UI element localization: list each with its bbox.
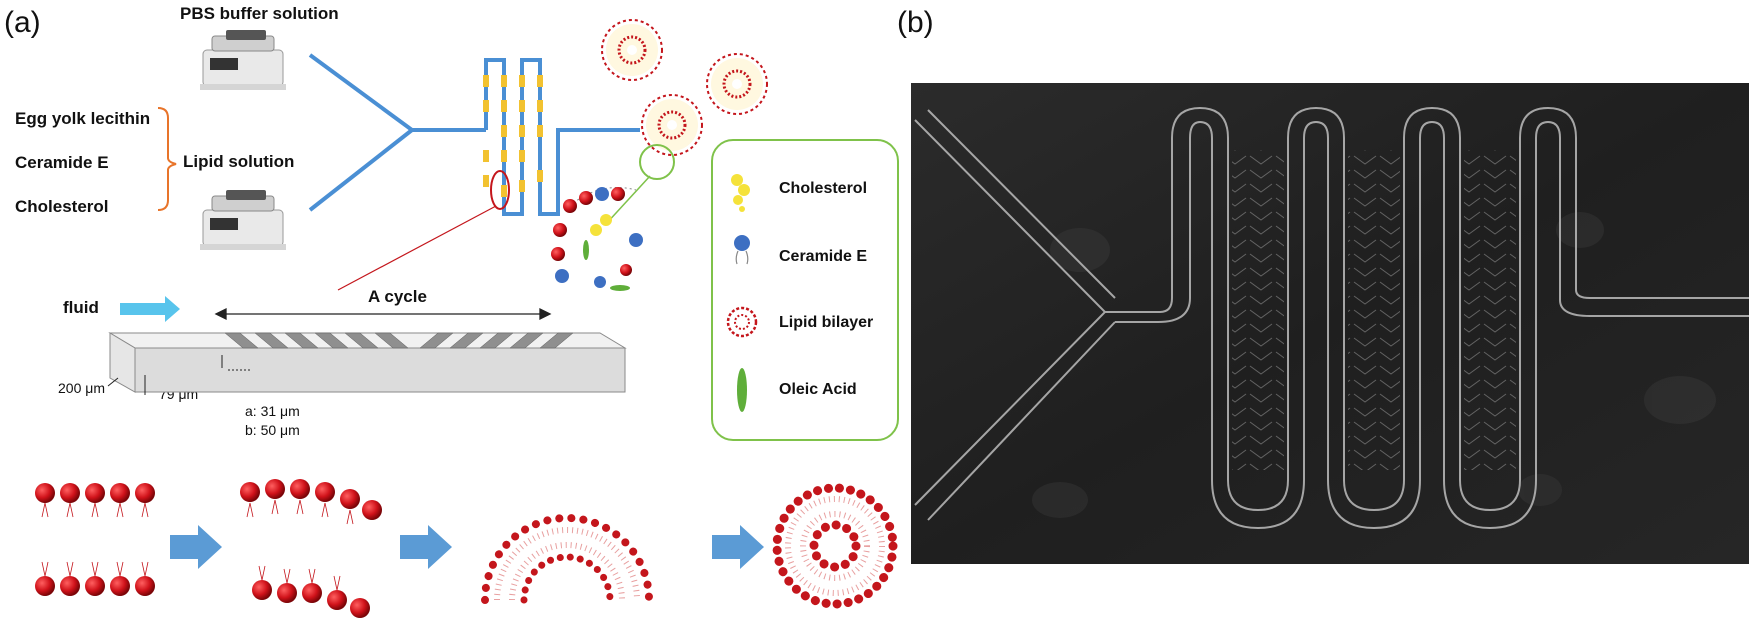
- lipid-bilayer-icon: [726, 306, 758, 338]
- pbs-buffer-label: PBS buffer solution: [180, 4, 339, 23]
- process-arrow-1: [170, 525, 222, 569]
- legend-item-ceramide-e: Ceramide E: [779, 248, 868, 265]
- zoom-pointer-line: [337, 205, 497, 291]
- cycle-label: A cycle: [368, 287, 427, 306]
- syringe-pump-lipid: [200, 190, 286, 250]
- fluid-arrow-icon: [120, 296, 180, 322]
- component-ceramide-e: Ceramide E: [15, 153, 109, 172]
- cycle-arrow: [214, 307, 552, 321]
- component-cholesterol: Cholesterol: [15, 197, 109, 216]
- process-arrow-3: [712, 525, 764, 569]
- oleic-acid-icon: [737, 368, 747, 412]
- lipid-solution-label: Lipid solution: [183, 152, 295, 171]
- herringbone-ridges: [224, 332, 574, 349]
- ceramide-e-icon: [734, 235, 750, 265]
- vesicle-stage: [772, 483, 898, 609]
- arched-bilayer-stage: [481, 514, 653, 604]
- liposome-zoom-circle: [639, 144, 675, 180]
- liposome-2: [706, 53, 768, 115]
- process-arrow-2: [400, 525, 452, 569]
- a-value-label: a: 31 μm: [245, 403, 300, 419]
- panel-label-a: (a): [4, 6, 41, 39]
- serpentine-mixer: [484, 58, 640, 216]
- component-egg-yolk-lecithin: Egg yolk lecithin: [15, 109, 151, 128]
- dimension-marks: [107, 355, 252, 395]
- panel-label-b: (b): [897, 6, 934, 39]
- liposome-3: [641, 94, 703, 156]
- curving-bilayer-stage: [240, 479, 382, 618]
- width-dimension-label: 200 μm: [58, 380, 105, 396]
- cholesterol-icon: [731, 174, 750, 212]
- membrane-fragment: [551, 187, 643, 291]
- mixer-herringbone-segments: [483, 75, 543, 197]
- component-bracket: [157, 107, 177, 211]
- mixer-zoom-highlight: [490, 170, 510, 210]
- syringe-pump-pbs: [200, 30, 286, 90]
- b-value-label: b: 50 μm: [245, 422, 300, 438]
- legend-item-lipid-bilayer: Lipid bilayer: [779, 314, 874, 331]
- legend-item-cholesterol: Cholesterol: [779, 180, 868, 197]
- legend-box: [711, 139, 899, 441]
- liposome-1: [601, 19, 663, 81]
- legend-item-oleic-acid: Oleic Acid: [779, 381, 857, 398]
- y-junction-channel: [308, 53, 486, 212]
- fluid-label: fluid: [63, 298, 99, 317]
- flat-bilayer-stage: [35, 483, 155, 596]
- microscope-image: [911, 83, 1749, 564]
